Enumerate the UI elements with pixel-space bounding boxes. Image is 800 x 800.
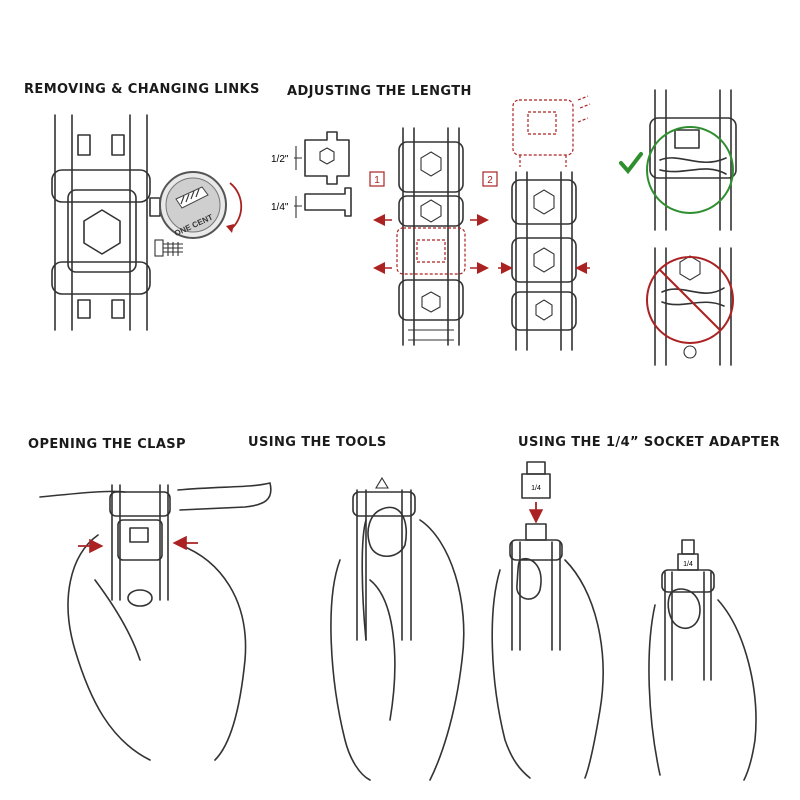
removed-link-dashed — [512, 95, 591, 167]
hex-wrench-icon — [83, 209, 121, 255]
rotate-arrow-icon — [229, 182, 243, 231]
hand-opening-clasp — [39, 482, 272, 761]
step-1-label: 1 — [374, 175, 380, 186]
checkmark-icon — [619, 152, 643, 175]
chain-step-2 — [511, 171, 577, 351]
bit-label: 1/4 — [531, 485, 541, 492]
title-removing-links: REMOVING & CHANGING LINKS — [24, 82, 260, 97]
step-2-label: 2 — [487, 175, 493, 186]
coin-icon: ONE CENT — [159, 171, 227, 239]
title-socket-adapter: USING THE 1/4” SOCKET ADAPTER — [518, 435, 780, 450]
bracelet-link-large — [51, 114, 161, 331]
socket-bit-icon: 1/4 — [521, 461, 551, 499]
title-using-tools: USING THE TOOLS — [248, 435, 387, 450]
clasp-incorrect — [646, 247, 734, 366]
label-quarter-inch: 1/4" — [271, 202, 289, 213]
title-adjusting-length: ADJUSTING THE LENGTH — [287, 84, 472, 99]
half-inch-wrench: 1/2" — [271, 131, 350, 185]
title-opening-clasp: OPENING THE CLASP — [28, 437, 186, 452]
hand-using-tools — [330, 476, 465, 781]
hand-socket-attached: 1/4 — [648, 539, 757, 781]
screw-icon — [154, 239, 183, 257]
chain-step-1 — [396, 127, 466, 346]
hand-socket-insert — [491, 523, 604, 779]
clasp-correct — [646, 89, 737, 231]
bit-label-attached: 1/4 — [683, 561, 693, 568]
label-half-inch: 1/2" — [271, 154, 289, 165]
quarter-inch-wrench: 1/4" — [271, 187, 352, 218]
